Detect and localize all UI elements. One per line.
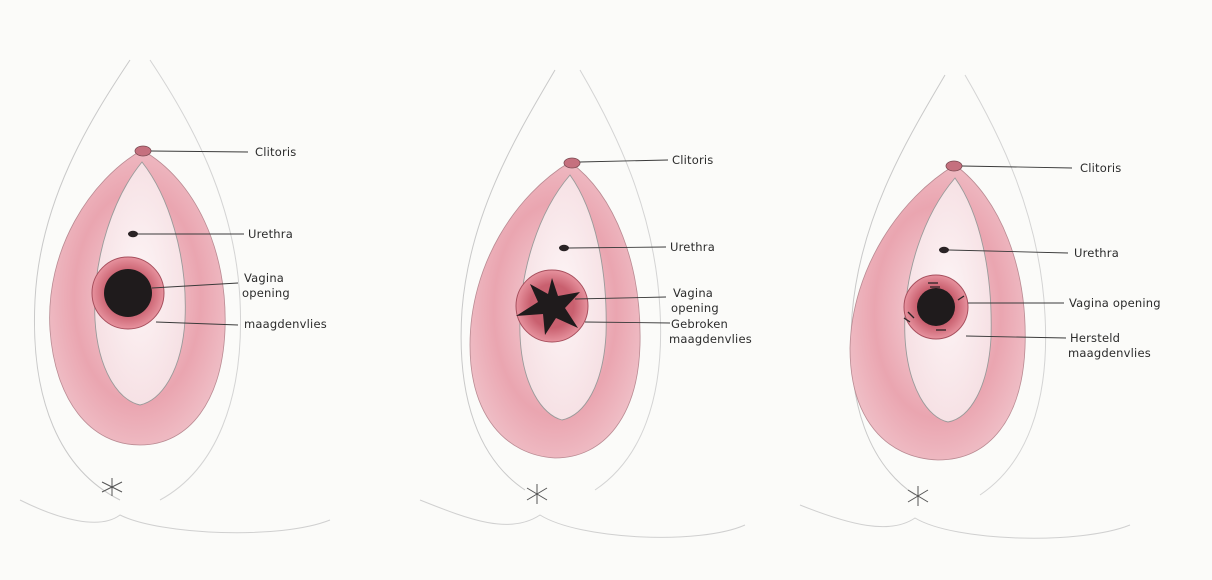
label-hymen-line1: Gebroken <box>671 317 728 331</box>
buttock-curve <box>20 500 330 533</box>
anus-star <box>102 478 122 496</box>
vagina-opening <box>104 269 152 317</box>
label-urethra: Urethra <box>248 227 293 241</box>
label-vagina-line2: opening <box>671 301 719 315</box>
label-clitoris: Clitoris <box>672 153 713 167</box>
urethra <box>559 245 569 251</box>
leader-clitoris <box>151 151 248 152</box>
label-hymen-line2: maagdenvlies <box>1068 346 1151 360</box>
buttock-curve <box>420 500 745 537</box>
label-vagina-line1: Vagina <box>673 286 713 300</box>
label-urethra: Urethra <box>670 240 715 254</box>
buttock-curve <box>800 505 1130 538</box>
clitoris <box>946 161 962 171</box>
leader-clitoris <box>962 166 1072 168</box>
panel-broken: Clitoris Urethra Vagina opening Gebroken… <box>420 70 752 537</box>
label-urethra: Urethra <box>1074 246 1119 260</box>
anus-star <box>527 484 547 504</box>
label-hymen-line1: Hersteld <box>1070 331 1120 345</box>
label-hymen-line2: maagdenvlies <box>669 332 752 346</box>
anus-star <box>908 486 928 506</box>
clitoris <box>135 146 151 156</box>
panel-restored: Clitoris Urethra Vagina opening Hersteld… <box>800 75 1161 538</box>
panel-intact: Clitoris Urethra Vagina opening maagdenv… <box>20 60 330 533</box>
label-vagina-opening: Vagina opening <box>1069 296 1161 310</box>
leader-clitoris <box>580 160 668 162</box>
label-vagina-line1: Vagina <box>244 271 284 285</box>
label-clitoris: Clitoris <box>255 145 296 159</box>
label-vagina-line2: opening <box>242 286 290 300</box>
vagina-opening <box>917 288 955 326</box>
urethra <box>939 247 949 253</box>
label-clitoris: Clitoris <box>1080 161 1121 175</box>
clitoris <box>564 158 580 168</box>
urethra <box>128 231 138 237</box>
label-hymen: maagdenvlies <box>244 317 327 331</box>
